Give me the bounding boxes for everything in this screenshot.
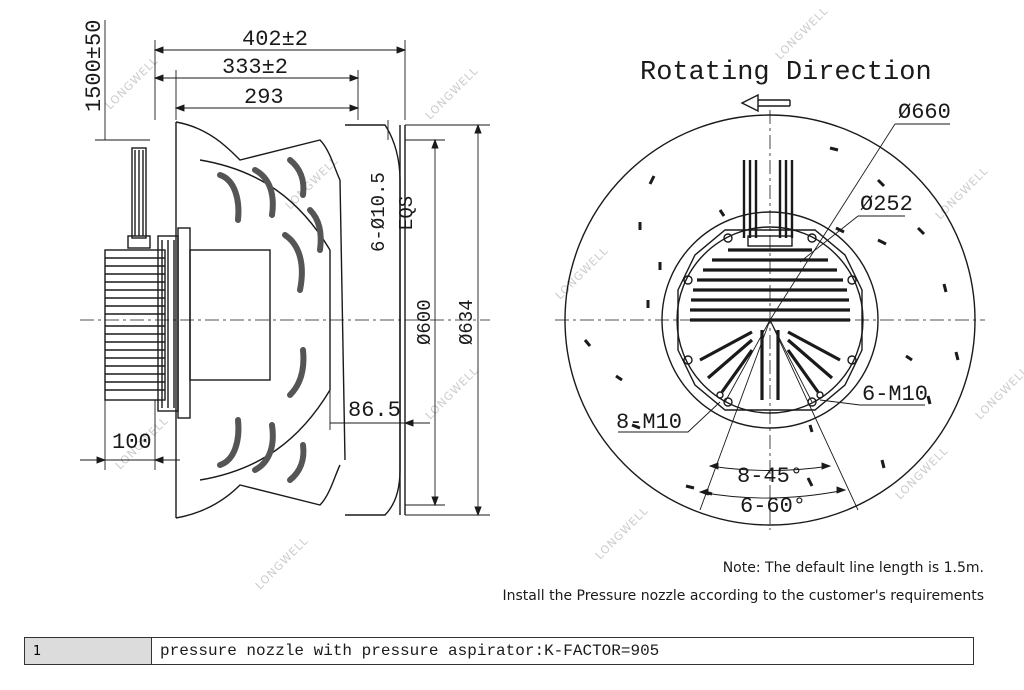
impeller [175, 121, 346, 519]
watermark: LONGWELL [103, 54, 161, 112]
dim-holes-eqs: EQS [396, 196, 418, 230]
dim-d634: Ø634 [456, 299, 478, 345]
dim-6-m10: 6-M10 [862, 382, 928, 407]
legend-number: 1 [24, 637, 152, 665]
rotating-direction-title: Rotating Direction [640, 58, 932, 88]
watermark: LONGWELL [893, 444, 951, 502]
watermark-layer: LONGWELL LONGWELL LONGWELL LONGWELL LONG… [103, 4, 1024, 592]
motor [104, 235, 179, 412]
watermark: LONGWELL [253, 534, 311, 592]
watermark: LONGWELL [933, 164, 991, 222]
cable [127, 147, 151, 249]
watermark: LONGWELL [553, 244, 611, 302]
inlet-ring [345, 124, 406, 516]
side-view [80, 20, 490, 519]
dim-100: 100 [112, 430, 152, 455]
dim-d600: Ø600 [414, 299, 436, 345]
dim-d660: Ø660 [898, 100, 951, 125]
blade-marks [583, 146, 960, 496]
watermark: LONGWELL [773, 4, 831, 62]
wires [742, 160, 794, 238]
note-line-length: Note: The default line length is 1.5m. [722, 560, 984, 576]
front-view [555, 93, 985, 530]
watermark: LONGWELL [423, 364, 481, 422]
technical-drawing: LONGWELL LONGWELL LONGWELL LONGWELL LONG… [80, 4, 1024, 592]
watermark: LONGWELL [973, 364, 1024, 422]
mount-holes [683, 233, 857, 407]
table-row: 1 pressure nozzle with pressure aspirato… [24, 637, 974, 665]
dim-d252: Ø252 [860, 192, 913, 217]
legend-description: pressure nozzle with pressure aspirator:… [151, 637, 974, 665]
dim-width-2: 333±2 [222, 55, 288, 80]
dim-overall-width: 402±2 [242, 27, 308, 52]
watermark: LONGWELL [423, 64, 481, 122]
dim-length: 1500±50 [82, 20, 107, 112]
note-install-nozzle: Install the Pressure nozzle according to… [502, 588, 984, 604]
dim-86-5: 86.5 [348, 398, 401, 423]
dim-8-m10: 8-M10 [616, 410, 682, 435]
dim-holes: 6-Ø10.5 [368, 172, 390, 252]
dim-6-60: 6-60° [740, 494, 806, 519]
legend-table: 1 pressure nozzle with pressure aspirato… [24, 637, 974, 665]
rotation-arrow [740, 93, 791, 113]
dim-8-45: 8-45° [737, 464, 803, 489]
dim-width-3: 293 [244, 85, 284, 110]
watermark: LONGWELL [593, 504, 651, 562]
